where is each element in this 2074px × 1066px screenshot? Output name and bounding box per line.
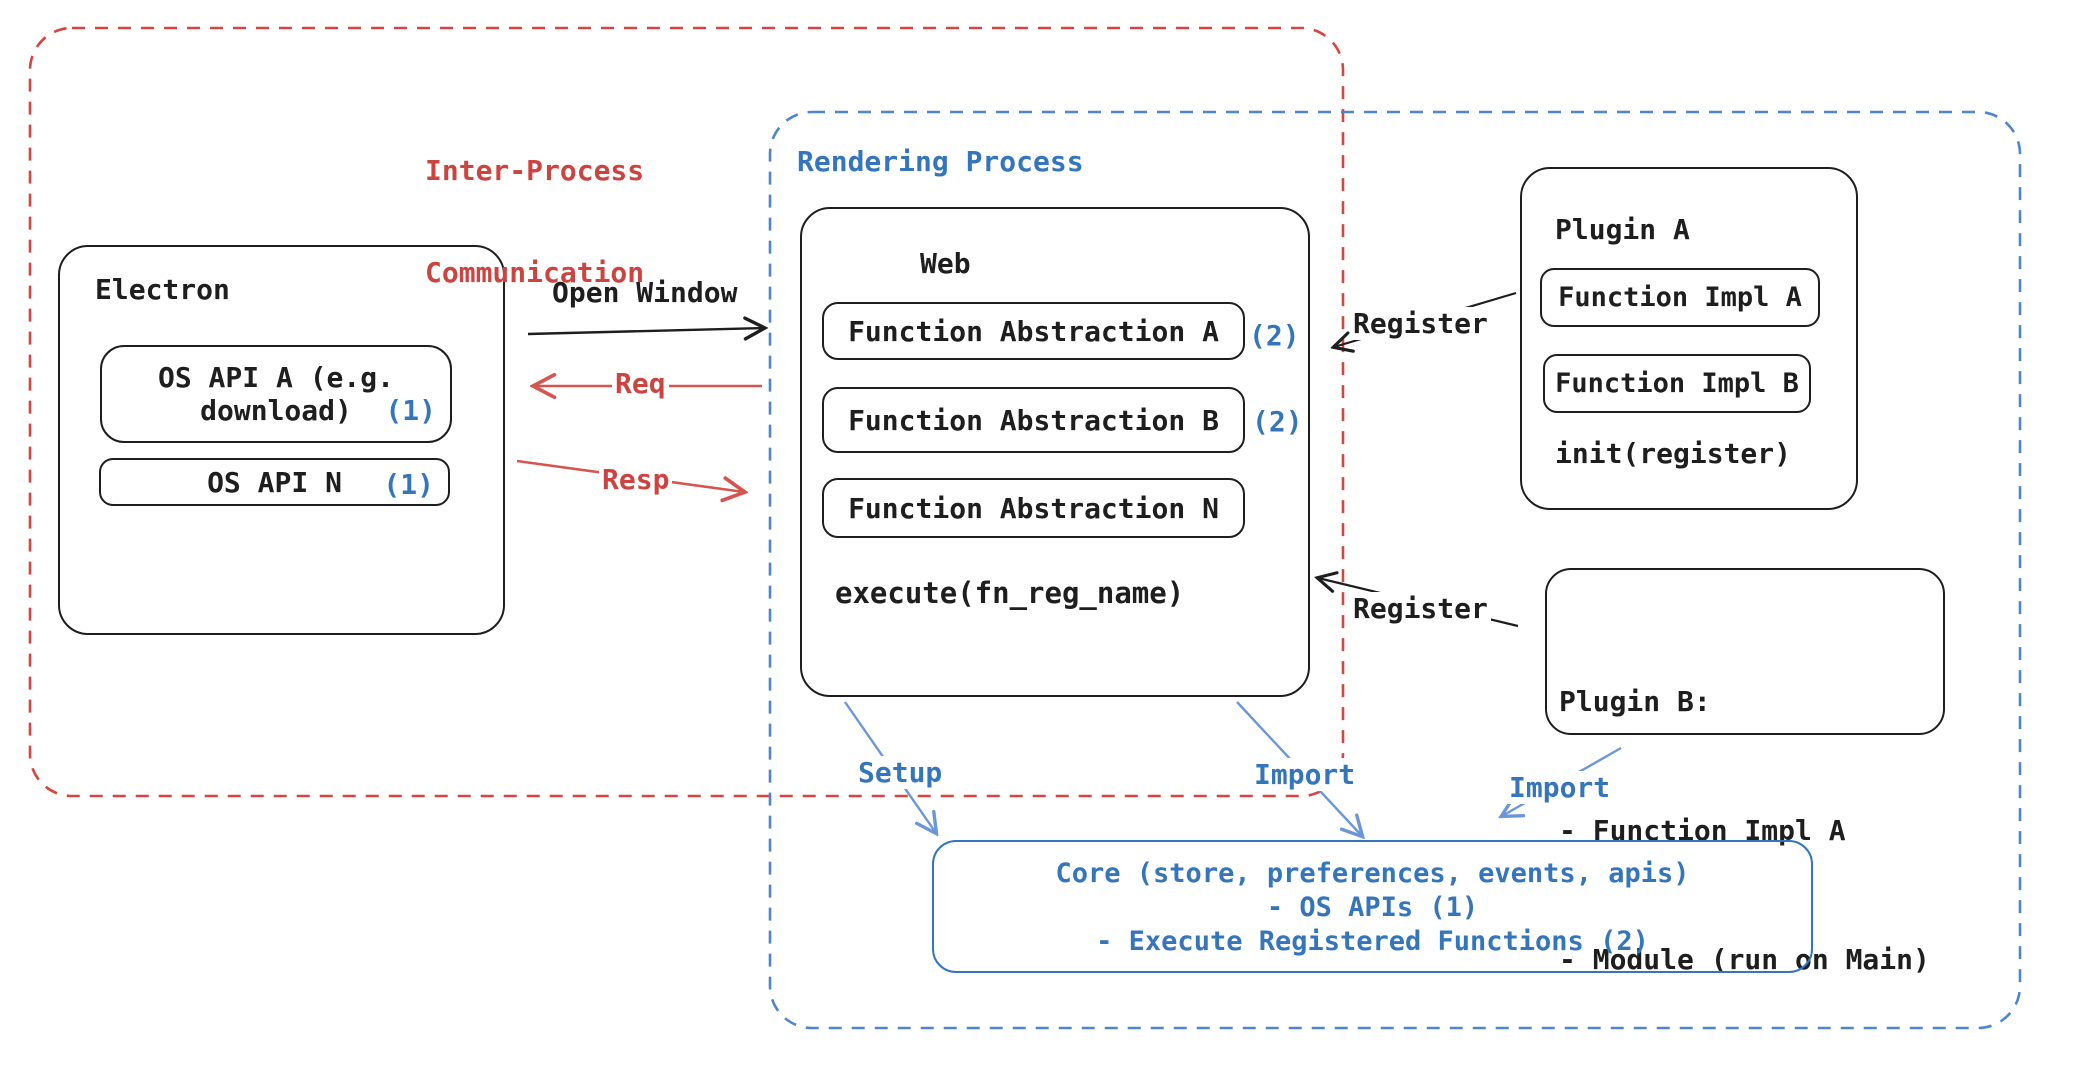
os-api-n-box: OS API N (1) [99,458,450,506]
resp-label: Resp [599,463,673,496]
req-label: Req [612,367,669,400]
function-impl-a-box: Function Impl A [1540,268,1820,327]
os-api-a-ref: (1) [385,394,436,427]
core-line3: - Execute Registered Functions (2) [1096,926,1649,957]
register-b-label: Register [1350,592,1491,625]
core-box: Core (store, preferences, events, apis) … [932,840,1813,973]
function-abstraction-b-label: Function Abstraction B [848,403,1219,437]
os-api-n-label: OS API N [207,465,342,499]
function-abstraction-b-ref: (2) [1252,405,1303,438]
os-api-a-line2: download) [200,394,352,427]
plugin-b-text: Plugin B: - Function Impl A - Module (ru… [1559,594,1930,1066]
rendering-region-label: Rendering Process [797,145,1084,178]
setup-label: Setup [855,756,946,789]
ipc-region-label: Inter-Process Communication [425,86,644,358]
import-web-label: Import [1251,758,1359,791]
function-abstraction-b-box: Function Abstraction B [822,387,1245,453]
function-abstraction-a-ref: (2) [1249,319,1300,352]
web-title: Web [920,247,971,280]
function-impl-b-label: Function Impl B [1555,368,1799,399]
init-register-label: init(register) [1555,437,1792,470]
plugin-a-box: Plugin A Function Impl A Function Impl B… [1520,167,1858,510]
function-abstraction-n-label: Function Abstraction N [848,491,1219,525]
import-plugin-b-label: Import [1506,771,1614,804]
electron-title: Electron [95,273,230,306]
open-window-label: Open Window [552,276,738,309]
function-abstraction-a-label: Function Abstraction A [848,314,1219,348]
os-api-n-ref: (1) [383,468,434,501]
os-api-a-line1: OS API A (e.g. [157,361,394,394]
core-line1: Core (store, preferences, events, apis) [1055,858,1690,889]
web-box: Web Function Abstraction A (2) Function … [800,207,1310,697]
function-impl-a-label: Function Impl A [1558,282,1802,313]
ipc-label-line1: Inter-Process [425,154,645,187]
plugin-b-box: Plugin B: - Function Impl A - Module (ru… [1545,568,1945,976]
function-impl-b-box: Function Impl B [1543,354,1811,413]
execute-label: execute(fn_reg_name) [835,576,1185,610]
register-a-label: Register [1350,307,1491,340]
function-abstraction-a-box: Function Abstraction A [822,302,1245,360]
plugin-a-title: Plugin A [1555,213,1690,246]
core-line2: - OS APIs (1) [1266,892,1479,923]
plugin-b-title: Plugin B: [1559,685,1711,718]
os-api-a-box: OS API A (e.g. download) (1) [100,345,452,443]
function-abstraction-n-box: Function Abstraction N [822,478,1245,538]
